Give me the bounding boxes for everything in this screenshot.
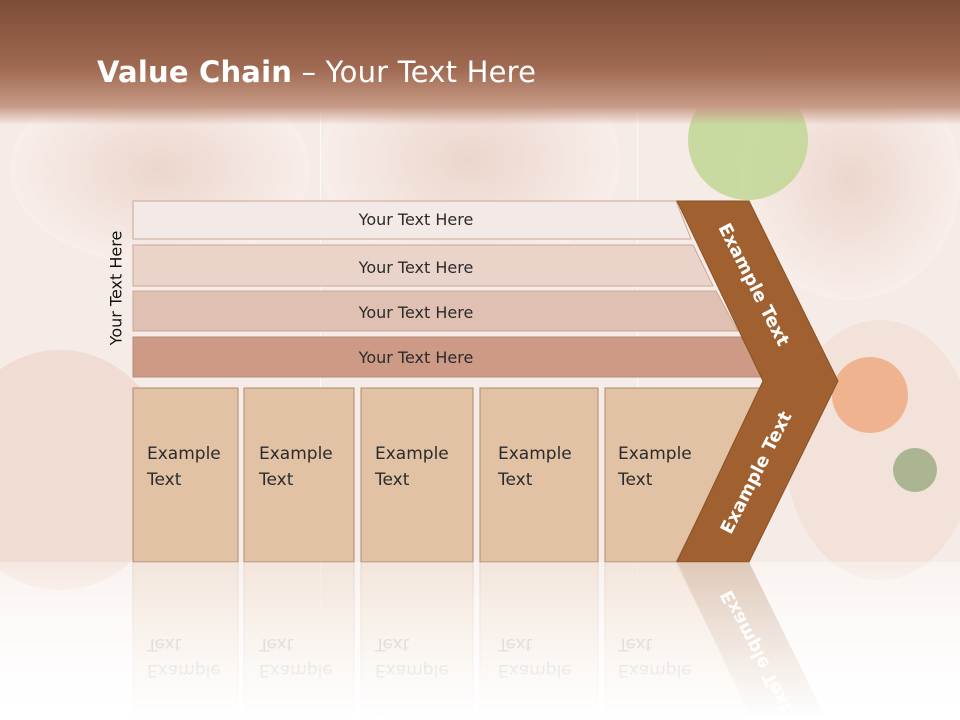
activity-box-5-line2: Text — [617, 470, 653, 490]
activity-box-1[interactable] — [132, 387, 239, 563]
reflection-fade — [0, 562, 960, 720]
activity-box-1-line1: Example — [147, 444, 221, 464]
activity-box-4-line1: Example — [498, 444, 572, 464]
band-2[interactable] — [132, 244, 714, 287]
activity-box-2-line2: Text — [258, 470, 294, 490]
activity-box-2[interactable] — [243, 387, 355, 563]
band-2-label: Your Text Here — [358, 258, 474, 277]
activity-box-4[interactable] — [479, 387, 599, 563]
activity-box-3[interactable] — [360, 387, 474, 563]
band-1-label: Your Text Here — [358, 210, 474, 229]
activity-box-5-line1: Example — [618, 444, 692, 464]
title-rest: – Your Text Here — [292, 55, 537, 89]
band-4-label: Your Text Here — [358, 348, 474, 367]
slide-title: Value Chain – Your Text Here — [97, 55, 536, 89]
activity-box-3-line2: Text — [374, 470, 410, 490]
title-bold: Value Chain — [97, 55, 293, 89]
activity-box-2-line1: Example — [259, 444, 333, 464]
band-1[interactable] — [132, 200, 692, 240]
activity-box-4-line2: Text — [497, 470, 533, 490]
band-3-label: Your Text Here — [358, 303, 474, 322]
header-band — [0, 0, 960, 125]
band-3[interactable] — [132, 290, 739, 332]
activity-box-1-line2: Text — [146, 470, 182, 490]
activity-box-3-line1: Example — [375, 444, 449, 464]
